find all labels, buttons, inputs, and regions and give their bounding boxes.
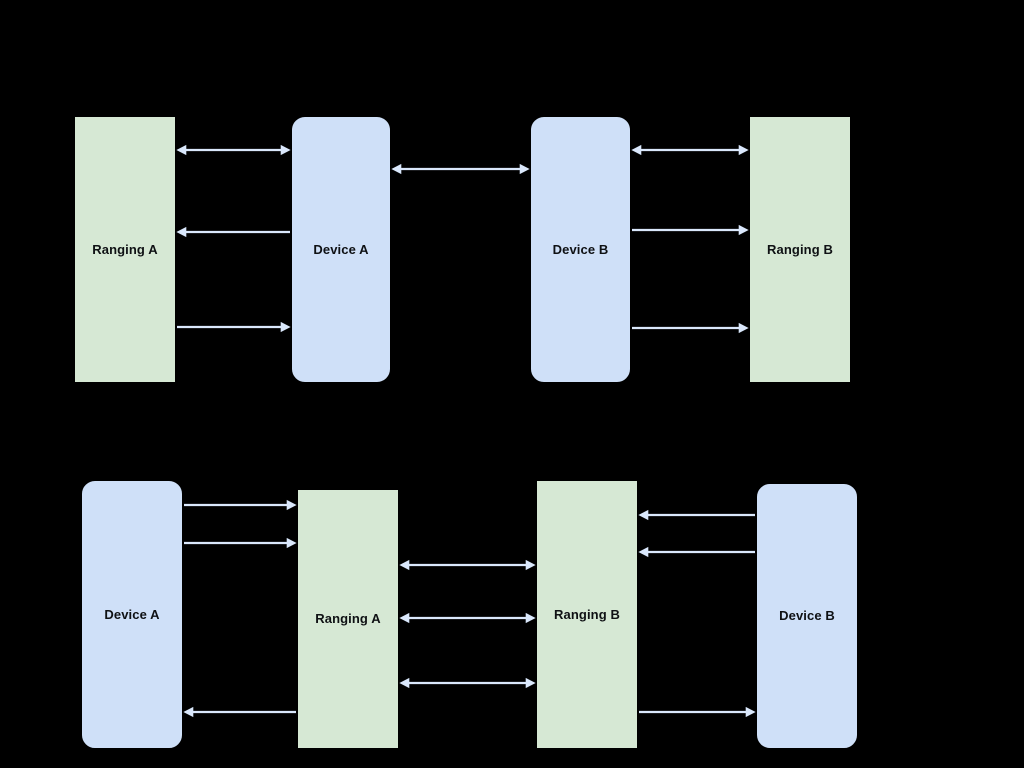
node-label: Ranging A bbox=[315, 611, 381, 627]
arrowhead-icon bbox=[525, 612, 536, 624]
edge-arrow bbox=[170, 698, 310, 726]
node-label: Ranging B bbox=[554, 606, 620, 622]
node-l-device-a[interactable]: Device A bbox=[82, 481, 182, 748]
edge-arrow bbox=[386, 669, 549, 697]
node-u-ranging-a[interactable]: Ranging A bbox=[75, 117, 175, 382]
edge-arrow bbox=[386, 551, 549, 579]
node-l-ranging-b[interactable]: Ranging B bbox=[537, 481, 637, 748]
arrowhead-icon bbox=[399, 612, 410, 624]
edge-arrow bbox=[625, 538, 769, 566]
arrowhead-icon bbox=[525, 677, 536, 689]
edge-arrow bbox=[625, 501, 769, 529]
node-l-device-b[interactable]: Device B bbox=[757, 484, 857, 748]
edge-arrow bbox=[170, 529, 310, 557]
arrowhead-icon bbox=[525, 559, 536, 571]
node-l-ranging-a[interactable]: Ranging A bbox=[298, 490, 398, 748]
edge-arrow bbox=[625, 698, 769, 726]
arrowhead-icon bbox=[638, 509, 649, 521]
edge-arrow bbox=[170, 491, 310, 519]
node-label: Device A bbox=[104, 606, 160, 622]
arrowhead-icon bbox=[286, 499, 297, 511]
edge-arrow bbox=[386, 604, 549, 632]
arrowhead-icon bbox=[399, 677, 410, 689]
node-label: Device B bbox=[779, 608, 835, 624]
arrowhead-icon bbox=[638, 546, 649, 558]
arrowhead-icon bbox=[745, 706, 756, 718]
arrowhead-icon bbox=[183, 706, 194, 718]
arrowhead-icon bbox=[286, 537, 297, 549]
arrowhead-icon bbox=[399, 559, 410, 571]
